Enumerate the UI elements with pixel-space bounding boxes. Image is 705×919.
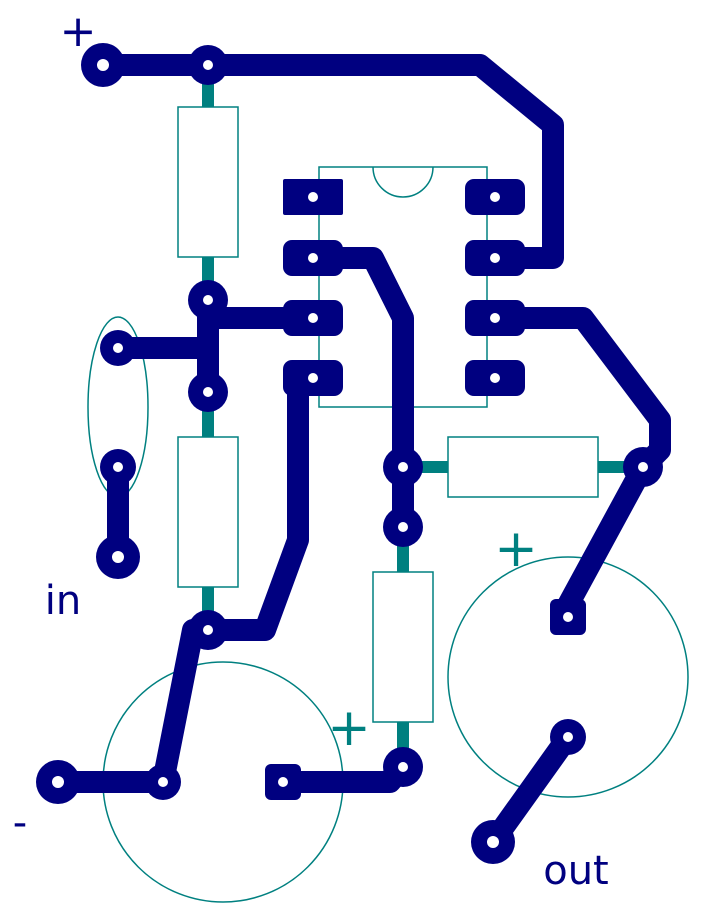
plus-label: + xyxy=(60,6,97,57)
resistors xyxy=(177,65,643,767)
resistor-r2 xyxy=(177,436,239,588)
capacitor-c2-outline xyxy=(447,556,689,798)
minus-label: - xyxy=(13,800,27,846)
in-label: in xyxy=(45,578,81,624)
out-label: out xyxy=(543,848,609,894)
c1-polarity-mark: + xyxy=(327,698,371,758)
resistor-r1 xyxy=(177,106,239,258)
pads xyxy=(36,43,663,864)
ic-notch xyxy=(372,166,434,198)
ic-pads xyxy=(283,179,525,396)
resistor-r3 xyxy=(447,436,599,498)
c2-polarity-mark: + xyxy=(494,519,538,579)
resistor-r4 xyxy=(372,571,434,723)
